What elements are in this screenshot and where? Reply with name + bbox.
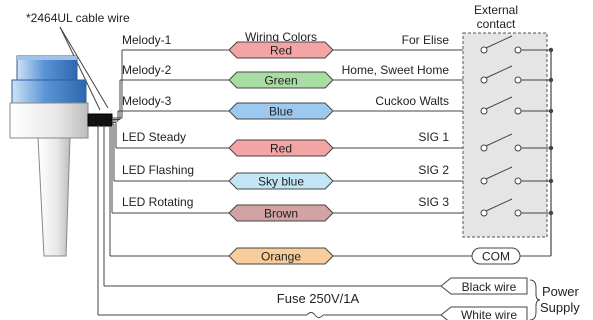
switch-contact-right-6	[514, 209, 522, 217]
switch-layer	[480, 35, 554, 217]
wire-signal-3: Cuckoo Walts	[375, 94, 449, 108]
switch-contact-left-3	[480, 107, 488, 115]
wire-color-name-2: Green	[264, 74, 297, 88]
wire-color-tag-3	[228, 102, 334, 120]
fuse-symbol	[306, 312, 324, 318]
wire-label-2: Melody-2	[122, 63, 172, 77]
switch-lever-4	[485, 133, 513, 147]
switch-lever-3	[485, 96, 513, 110]
wire-label-3: Melody-3	[122, 94, 172, 108]
wire-color-tag-5	[228, 172, 334, 190]
common-color-name: Orange	[261, 250, 301, 264]
wire-color-name-5: Sky blue	[258, 175, 304, 189]
wire-signal-4: SIG 1	[418, 130, 449, 144]
cable-note: *2464UL cable wire	[26, 11, 130, 25]
power-supply-group: Black wire White wire Fuse 250V/1A Power…	[97, 125, 580, 320]
wire-color-name-1: Red	[270, 44, 292, 58]
switch-contact-left-1	[480, 46, 488, 54]
wire-color-tag-1	[228, 41, 334, 59]
com-terminal-label: COM	[482, 250, 510, 264]
switch-contact-right-2	[514, 76, 522, 84]
switch-contact-left-6	[480, 209, 488, 217]
signal-tower-device	[9, 55, 113, 257]
wire-color-name-4: Red	[270, 142, 292, 156]
power-supply-brace	[529, 279, 541, 320]
power-supply-label-line2: Supply	[540, 300, 580, 315]
external-contact-box	[462, 32, 548, 238]
wire-color-tag-4	[228, 139, 334, 157]
switch-contact-right-4	[514, 144, 522, 152]
switch-lever-6	[485, 198, 513, 212]
wire-signal-1: For Elise	[402, 33, 450, 47]
black-wire-tag	[440, 277, 528, 295]
switch-contact-left-2	[480, 76, 488, 84]
wire-signal-6: SIG 3	[418, 195, 449, 209]
external-contact-label-line2: contact	[477, 17, 516, 31]
white-wire-label: White wire	[461, 308, 517, 320]
switch-lever-1	[485, 35, 513, 49]
wire-signal-2: Home, Sweet Home	[342, 63, 450, 77]
wire-color-name-6: Brown	[264, 207, 298, 221]
cable-note-pointer	[59, 26, 101, 111]
cable-note-pointer-2	[59, 26, 109, 109]
switch-contact-right-1	[514, 46, 522, 54]
wire-label-5: LED Flashing	[122, 163, 194, 177]
fuse-label: Fuse 250V/1A	[277, 291, 360, 306]
switch-contact-left-5	[480, 177, 488, 185]
switch-contact-right-3	[514, 107, 522, 115]
wire-label-4: LED Steady	[122, 130, 186, 144]
external-contact-label-line1: External	[474, 3, 518, 17]
power-supply-label-line1: Power	[542, 284, 580, 299]
switch-lever-2	[485, 65, 513, 79]
wire-color-tag-2	[228, 71, 334, 89]
wire-color-name-3: Blue	[269, 105, 293, 119]
switch-lever-5	[485, 166, 513, 180]
switch-contact-left-4	[480, 144, 488, 152]
black-wire-label: Black wire	[462, 280, 517, 294]
wire-signal-5: SIG 2	[418, 163, 449, 177]
white-wire-tag	[440, 306, 528, 320]
wire-label-1: Melody-1	[122, 33, 172, 47]
switch-contact-right-5	[514, 177, 522, 185]
wiring-colors-title: Wiring Colors	[245, 30, 317, 44]
wire-label-6: LED Rotating	[122, 195, 193, 209]
wire-color-tag-6	[228, 204, 334, 222]
